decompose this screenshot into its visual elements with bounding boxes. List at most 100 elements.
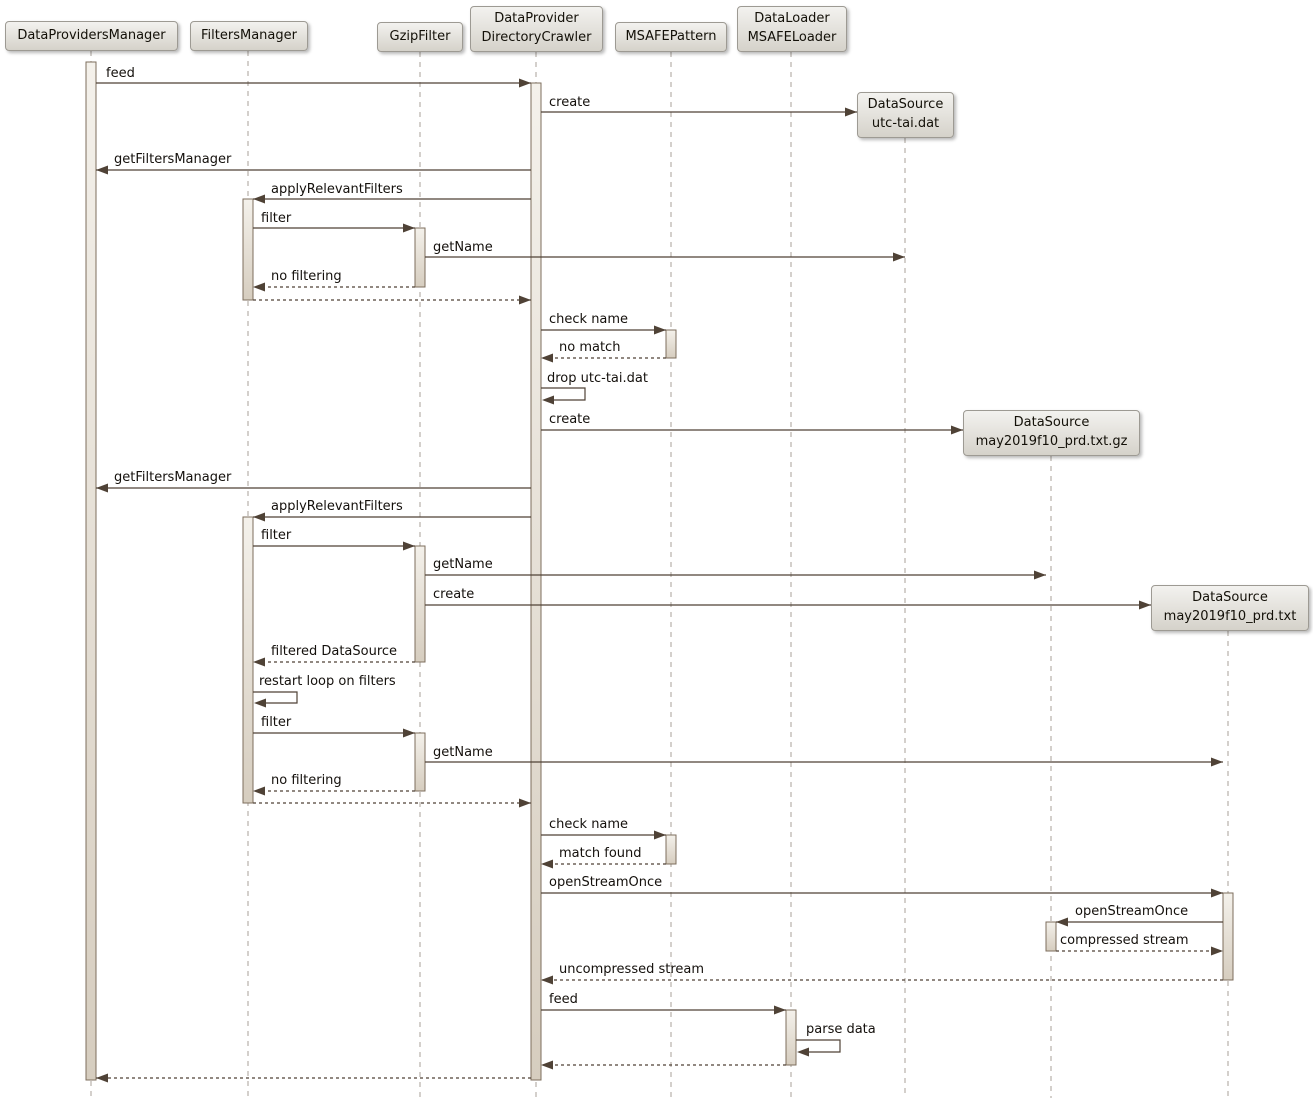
created-object-label-line: may2019f10_prd.txt [1163,609,1297,624]
participant-label-line: DataProvider [494,11,579,27]
message-label: check name [549,817,629,832]
message-label: match found [559,846,642,861]
message-arrowhead-32 [96,1073,108,1083]
created-object-label-line: DataSource [867,97,944,113]
message-arrowhead-29 [774,1005,786,1015]
message-arrowhead-1 [845,107,857,117]
act-ds-gz [1045,921,1057,952]
participant-gzip-filter: GzipFilter [377,22,463,52]
act-msl [785,1009,797,1066]
message-arrowhead-22 [519,798,531,808]
created-object-datasource-utc-tai: DataSource utc-tai.dat [857,92,954,138]
message-arrowhead-15 [1034,570,1046,580]
participant-label-line: DirectoryCrawler [481,30,592,45]
act-mp-2 [665,834,677,865]
act-mp-1 [665,329,677,359]
message-arrowhead-31 [541,1060,553,1070]
message-arrowhead-10 [542,395,554,405]
message-arrowhead-3 [253,194,265,204]
message-label: filter [261,715,292,730]
message-label: create [549,95,591,110]
message-label: getName [433,745,493,760]
message-arrowhead-14 [403,541,415,551]
message-label: drop utc-tai.dat [547,371,648,386]
message-label: openStreamOnce [549,875,663,890]
message-label: applyRelevantFilters [271,182,403,197]
message-arrowhead-13 [253,512,265,522]
participant-label-line: DataProvidersManager [17,27,166,43]
message-self-line-30 [796,1039,841,1053]
message-label: applyRelevantFilters [271,499,403,514]
message-arrowhead-16 [1139,600,1151,610]
message-label: getName [433,240,493,255]
message-label: filter [261,211,292,226]
message-arrowhead-18 [254,698,266,708]
act-dpm [85,61,97,1081]
participant-label-line: MSAFELoader [747,30,837,45]
message-label: no filtering [271,773,342,788]
participant-label-line: FiltersManager [201,27,297,43]
message-arrowhead-26 [1056,917,1068,927]
created-object-label-line: may2019f10_prd.txt.gz [975,434,1128,449]
participant-label-line: GzipFilter [389,28,451,44]
act-crawler [530,82,542,1081]
message-arrowhead-25 [1211,888,1223,898]
message-label: filter [261,528,292,543]
act-fm-1 [242,198,254,301]
message-self-line-10 [541,387,586,401]
act-gz-2 [414,545,426,663]
participant-label-line: DataLoader [754,11,830,27]
message-arrowhead-17 [253,657,265,667]
participant-data-providers-manager: DataProvidersManager [5,21,178,51]
message-label: no match [559,340,621,355]
act-gz-1 [414,227,426,288]
message-label: getFiltersManager [114,152,232,167]
message-arrowhead-28 [541,975,553,985]
message-arrowhead-19 [403,728,415,738]
message-label: feed [549,992,578,1007]
act-gz-3 [414,732,426,792]
message-label: compressed stream [1060,933,1189,948]
message-arrowhead-7 [519,295,531,305]
act-ds-txt [1222,892,1234,981]
message-arrowhead-9 [541,353,553,363]
message-arrowhead-8 [654,325,666,335]
message-label: check name [549,312,629,327]
message-arrowhead-12 [96,483,108,493]
message-label: create [549,412,591,427]
created-object-label-line: utc-tai.dat [871,116,940,131]
message-label: parse data [806,1022,876,1037]
message-label: openStreamOnce [1075,904,1189,919]
message-label: no filtering [271,269,342,284]
act-fm-2 [242,516,254,804]
message-arrowhead-6 [253,282,265,292]
message-arrowhead-21 [253,786,265,796]
message-label: uncompressed stream [559,962,705,977]
participant-msafe-pattern: MSAFEPattern [615,22,727,52]
message-arrowhead-27 [1211,946,1223,956]
message-label: getFiltersManager [114,470,232,485]
message-label: create [433,587,475,602]
message-label: getName [433,557,493,572]
message-self-line-18 [253,691,298,704]
created-object-label-line: DataSource [1192,590,1268,606]
message-arrowhead-2 [96,165,108,175]
message-arrowhead-24 [541,859,553,869]
message-arrowhead-20 [1211,757,1223,767]
participant-filters-manager: FiltersManager [190,21,308,51]
message-arrowhead-5 [893,252,905,262]
message-arrowhead-23 [654,830,666,840]
created-object-datasource-txt: DataSource may2019f10_prd.txt [1151,585,1309,631]
message-arrowhead-11 [951,425,963,435]
message-arrowhead-4 [403,223,415,233]
message-arrowhead-30 [797,1047,809,1057]
message-arrowhead-0 [519,78,531,88]
participant-label-line: MSAFEPattern [625,28,717,44]
message-label: restart loop on filters [259,674,396,689]
message-label: filtered DataSource [271,644,398,659]
